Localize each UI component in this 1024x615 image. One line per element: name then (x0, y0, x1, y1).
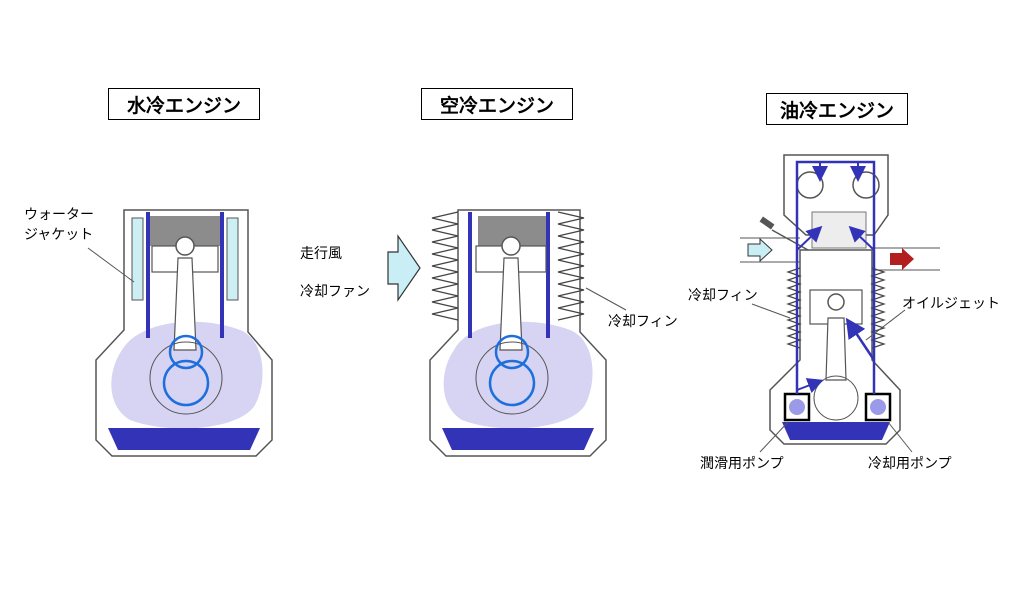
label-lube-pump: 潤滑用ポンプ (700, 456, 784, 472)
label-cooling-fan: 冷却ファン (300, 284, 370, 300)
air-cooled-engine (387, 209, 627, 457)
oil-cooled-engine (740, 154, 940, 453)
title-water-cooled: 水冷エンジン (108, 88, 260, 120)
label-cooling-fin-oil: 冷却フィン (688, 288, 758, 304)
label-cool-pump: 冷却用ポンプ (868, 456, 952, 472)
label-water-jacket-line1: ウォーター (24, 207, 94, 223)
label-oil-jet: オイルジェット (902, 296, 1000, 312)
label-water-jacket-line2: ジャケット (24, 227, 94, 243)
label-cooling-fin-air: 冷却フィン (608, 314, 678, 330)
title-air-cooled: 空冷エンジン (421, 88, 573, 120)
title-oil-cooled: 油冷エンジン (766, 93, 908, 125)
label-running-wind: 走行風 (300, 246, 342, 262)
water-cooled-engine (87, 209, 273, 457)
